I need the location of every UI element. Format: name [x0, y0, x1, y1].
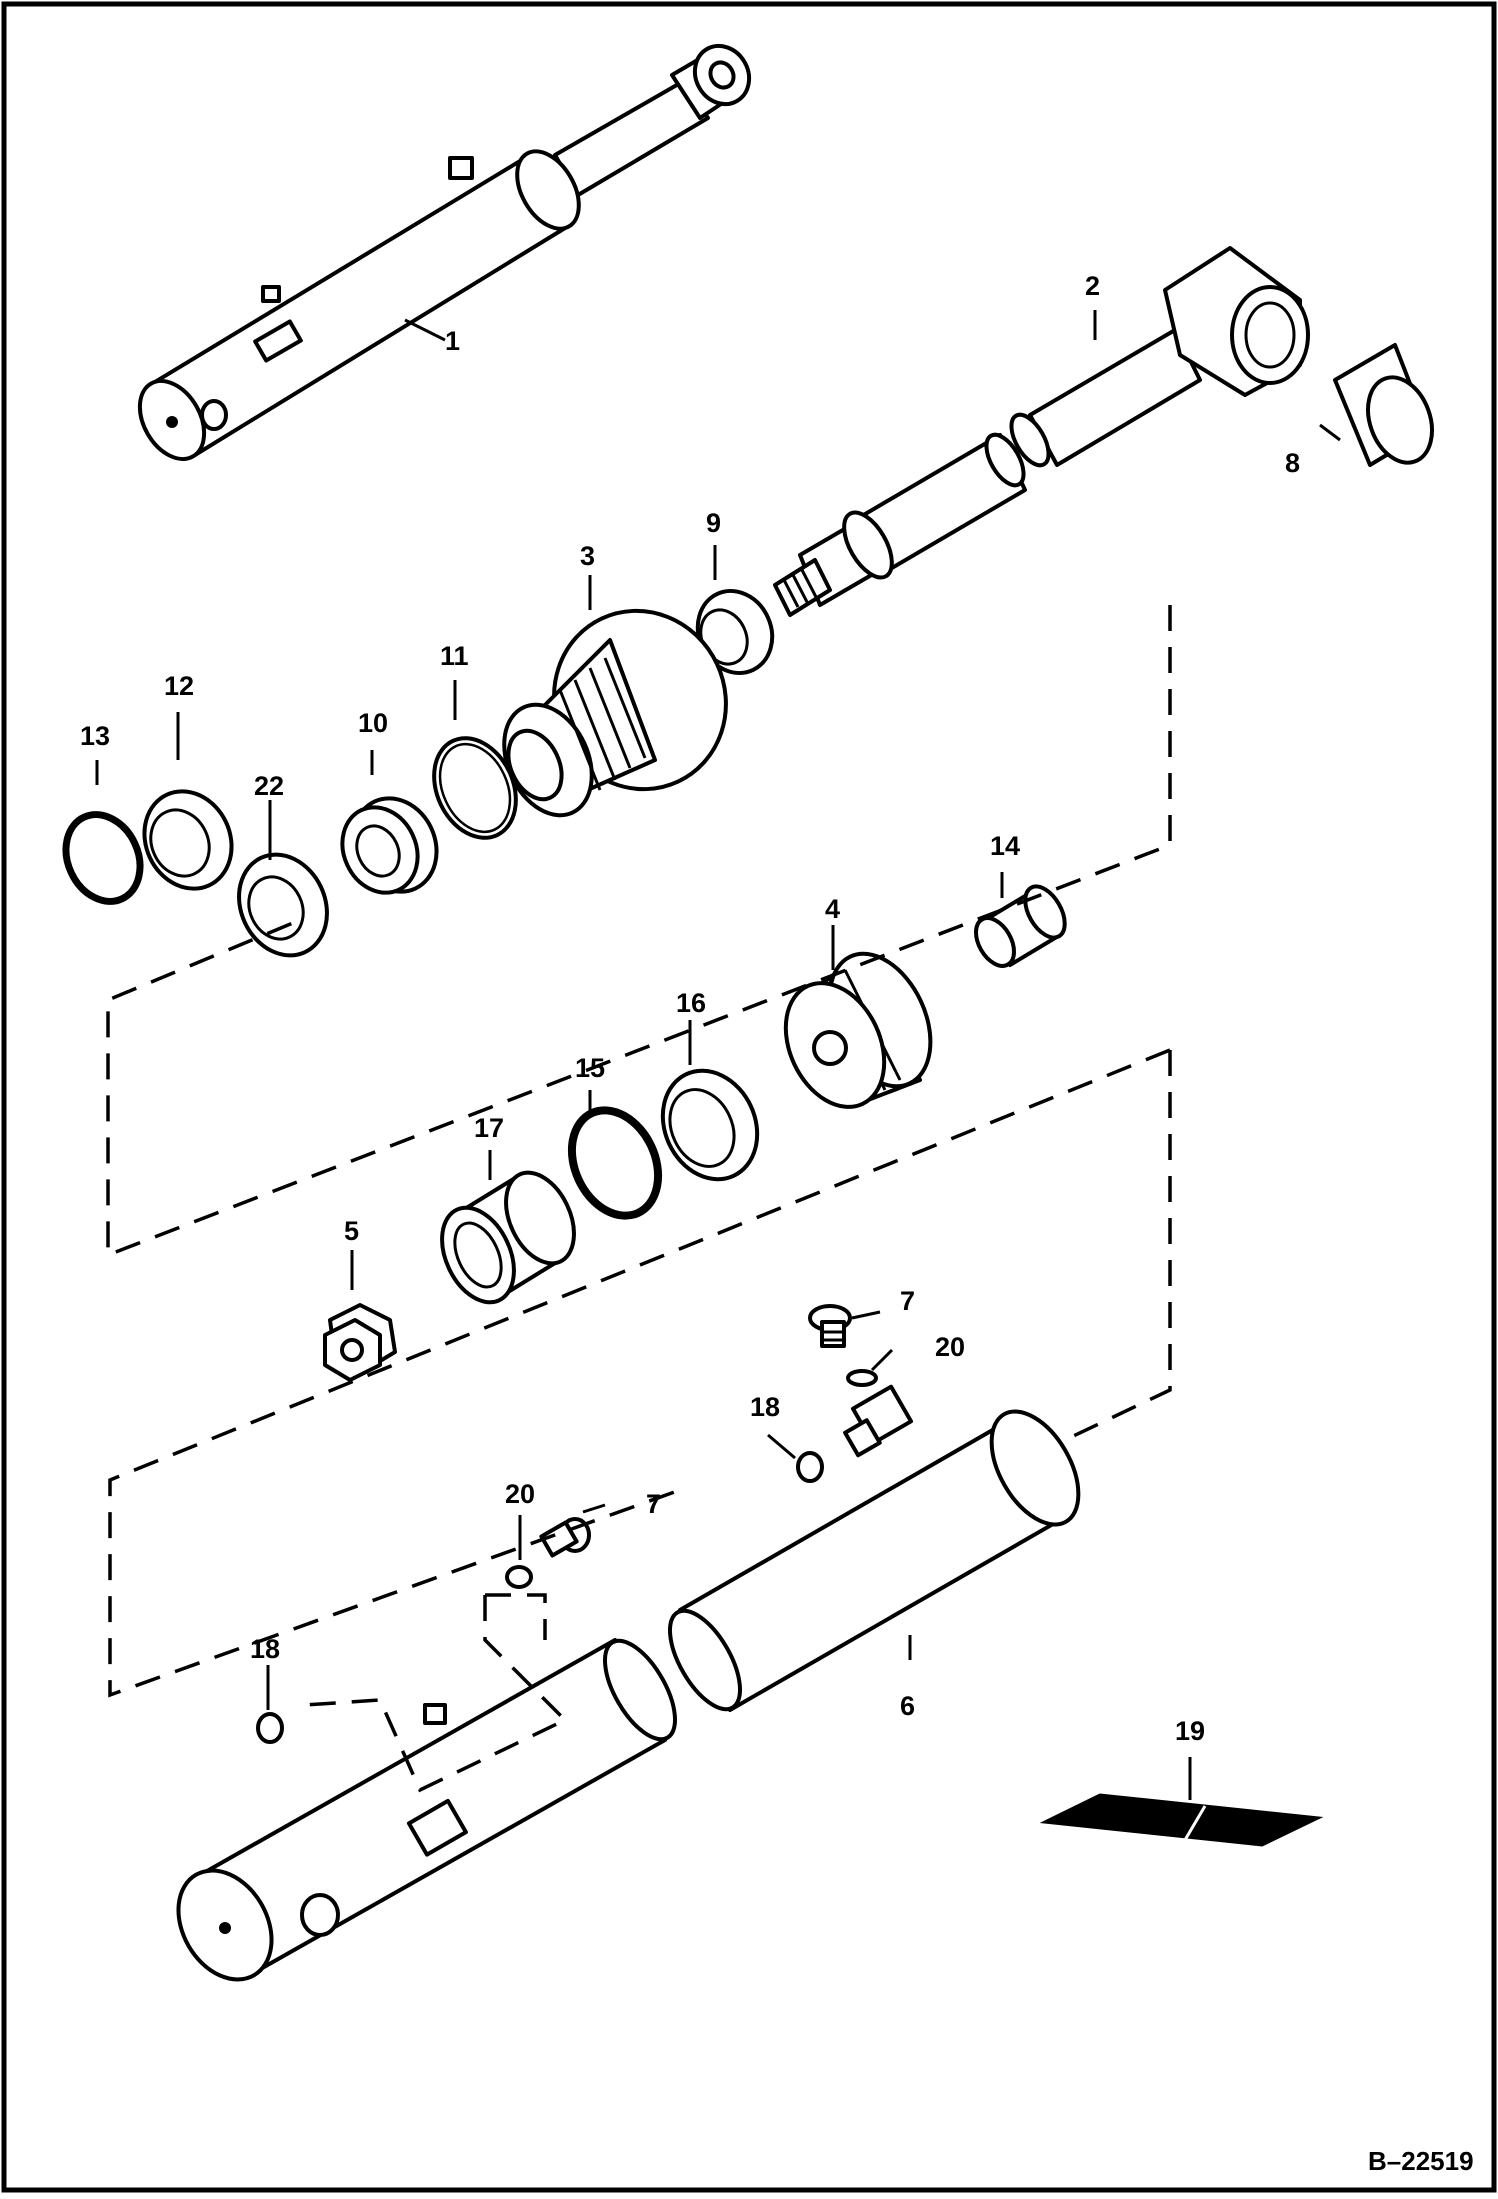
- part-washer: [237, 852, 329, 958]
- part-spacer-sleeve: [974, 884, 1067, 968]
- callout-22: 22: [254, 771, 284, 801]
- callout-16: 16: [676, 988, 706, 1018]
- part-piston: [783, 951, 933, 1109]
- part-assembled-cylinder: [137, 43, 752, 461]
- callout-19: 19: [1175, 1716, 1205, 1746]
- callout-6: 6: [900, 1691, 915, 1721]
- part-lock-nut: [323, 1303, 397, 1382]
- part-o-ring-18-upper: [796, 1451, 824, 1483]
- callout-11: 11: [440, 641, 469, 671]
- part-rod-seal: [340, 796, 439, 895]
- callout-1: 1: [445, 326, 460, 356]
- callout-10: 10: [358, 708, 388, 738]
- callout-14: 14: [990, 831, 1020, 861]
- callout-7-lower: 7: [646, 1489, 661, 1519]
- part-snap-ring: [62, 811, 144, 905]
- part-wear-ring: [567, 1106, 663, 1220]
- callout-7-upper: 7: [900, 1286, 915, 1316]
- callout-20-lower: 20: [505, 1479, 535, 1509]
- callout-3: 3: [580, 541, 595, 571]
- callout-8: 8: [1285, 448, 1300, 478]
- callout-20-upper: 20: [935, 1332, 965, 1362]
- part-spacer: [440, 1170, 576, 1305]
- assembly-dashed-lines: [106, 605, 1172, 1793]
- callout-5: 5: [344, 1216, 359, 1246]
- callout-15: 15: [575, 1053, 605, 1083]
- callout-2: 2: [1085, 271, 1100, 301]
- part-bushing: [1333, 343, 1434, 467]
- part-o-ring-lower: [505, 1565, 533, 1589]
- leader-lines: [95, 310, 1341, 1800]
- part-cylinder-head: [502, 608, 728, 818]
- callout-13: 13: [80, 721, 110, 751]
- part-decal: [1039, 1793, 1324, 1847]
- callout-labels: 1 2 3 4 5 6 7 7 8 9 10 11 12 13 14 15 16…: [80, 271, 1300, 1746]
- part-o-ring-18-lower: [256, 1712, 284, 1744]
- callout-18-lower: 18: [250, 1634, 280, 1664]
- part-piston-seal: [660, 1068, 760, 1182]
- part-o-ring-upper: [846, 1369, 878, 1387]
- callout-9: 9: [706, 508, 721, 538]
- part-backup-washer: [142, 789, 234, 891]
- part-rod-with-eye: [773, 246, 1310, 617]
- part-plug-upper: [808, 1304, 852, 1348]
- callout-17: 17: [474, 1113, 504, 1143]
- callout-4: 4: [825, 894, 840, 924]
- document-id: B–22519: [1368, 2146, 1474, 2176]
- callout-18-upper: 18: [750, 1392, 780, 1422]
- callout-12: 12: [164, 671, 194, 701]
- part-barrel: [176, 1384, 1081, 1982]
